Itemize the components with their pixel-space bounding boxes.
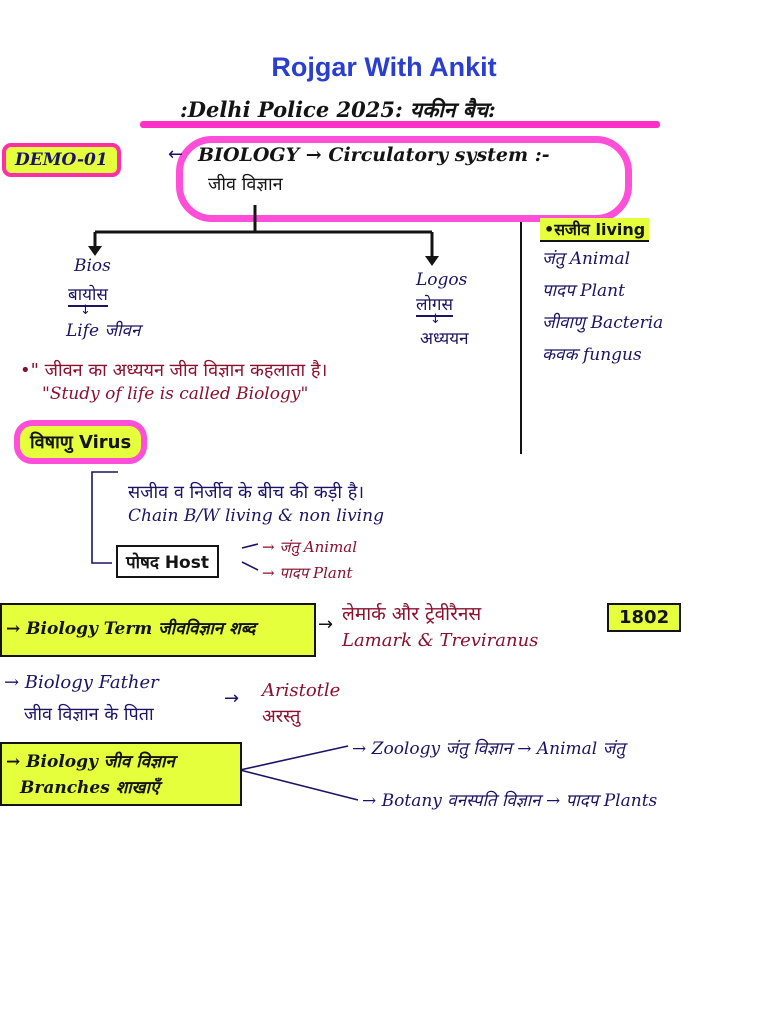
arrow-down-icon: ↓ xyxy=(80,303,91,318)
logos-meaning: अध्ययन xyxy=(420,329,469,349)
arrow-right-icon: → xyxy=(224,688,240,709)
branches-highlight-box xyxy=(0,742,242,806)
topic-hindi: जीव विज्ञान xyxy=(208,174,283,195)
host-arrow-1 xyxy=(241,543,259,549)
host-item-plant: → पादप Plant xyxy=(262,564,353,582)
bios-meaning: Life जीवन xyxy=(66,321,141,341)
year-badge: 1802 xyxy=(607,603,682,632)
virus-description-english: Chain B/W living & non living xyxy=(128,506,384,526)
page-title: Rojgar With Ankit xyxy=(271,52,497,82)
branches-label-hindi: Branches शाखाएँ xyxy=(20,778,160,798)
father-question-hindi: जीव विज्ञान के पिता xyxy=(24,704,154,725)
topic-cloud xyxy=(176,136,632,222)
arrow-down-icon xyxy=(88,246,102,256)
logos-hindi: लोगस xyxy=(416,292,453,317)
branch-arrow-botany xyxy=(239,769,359,801)
living-item: जीवाणु Bacteria xyxy=(542,313,664,333)
logos-word: Logos xyxy=(416,270,468,290)
branch-arrow-zoology xyxy=(239,745,349,771)
host-box: पोषद Host xyxy=(116,545,219,578)
term-highlight-box xyxy=(0,603,316,657)
father-answer-english: Aristotle xyxy=(262,680,341,701)
definition-english: "Study of life is called Biology" xyxy=(42,384,309,404)
virus-badge: विषाणु Virus xyxy=(14,420,148,464)
term-answer-hindi: लेमार्क और ट्रेवीरैनस xyxy=(342,603,482,625)
term-label: → Biology Term जीवविज्ञान शब्द xyxy=(6,619,256,639)
arrow-down-icon xyxy=(425,256,439,266)
living-item: कवक fungus xyxy=(542,345,642,365)
demo-badge: DEMO-01 xyxy=(2,143,121,177)
father-answer-hindi: अरस्तु xyxy=(262,706,301,727)
topic-arrow-icon: ← xyxy=(168,144,184,165)
branches-label: → Biology जीव विज्ञान xyxy=(6,752,175,772)
branch-zoology: → Zoology जंतु विज्ञान → Animal जंतु xyxy=(352,739,625,759)
arrow-down-icon: ↓ xyxy=(430,312,441,327)
definition-hindi: •" जीवन का अध्ययन जीव विज्ञान कहलाता है। xyxy=(20,360,328,381)
batch-title: :Delhi Police 2025: यकीन बैच: xyxy=(180,97,496,122)
virus-description-hindi: सजीव व निर्जीव के बीच की कड़ी है। xyxy=(128,482,365,503)
father-question-english: → Biology Father xyxy=(4,672,159,693)
bios-hindi: बायोस xyxy=(68,282,108,307)
living-heading: •सजीव living xyxy=(540,218,650,242)
host-arrow-2 xyxy=(241,561,259,571)
batch-underline xyxy=(140,121,660,128)
term-answer-english: Lamark & Treviranus xyxy=(342,630,539,651)
virus-connector xyxy=(91,471,118,564)
bios-word: Bios xyxy=(74,256,111,276)
host-item-animal: → जंतु Animal xyxy=(262,538,358,556)
living-item: पादप Plant xyxy=(542,281,625,301)
arrow-right-icon: → xyxy=(318,614,334,635)
vertical-divider xyxy=(520,222,522,454)
living-item: जंतु Animal xyxy=(542,249,631,269)
branch-botany: → Botany वनस्पति विज्ञान → पादप Plants xyxy=(362,791,658,811)
topic-heading: BIOLOGY → Circulatory system :- xyxy=(198,144,550,166)
